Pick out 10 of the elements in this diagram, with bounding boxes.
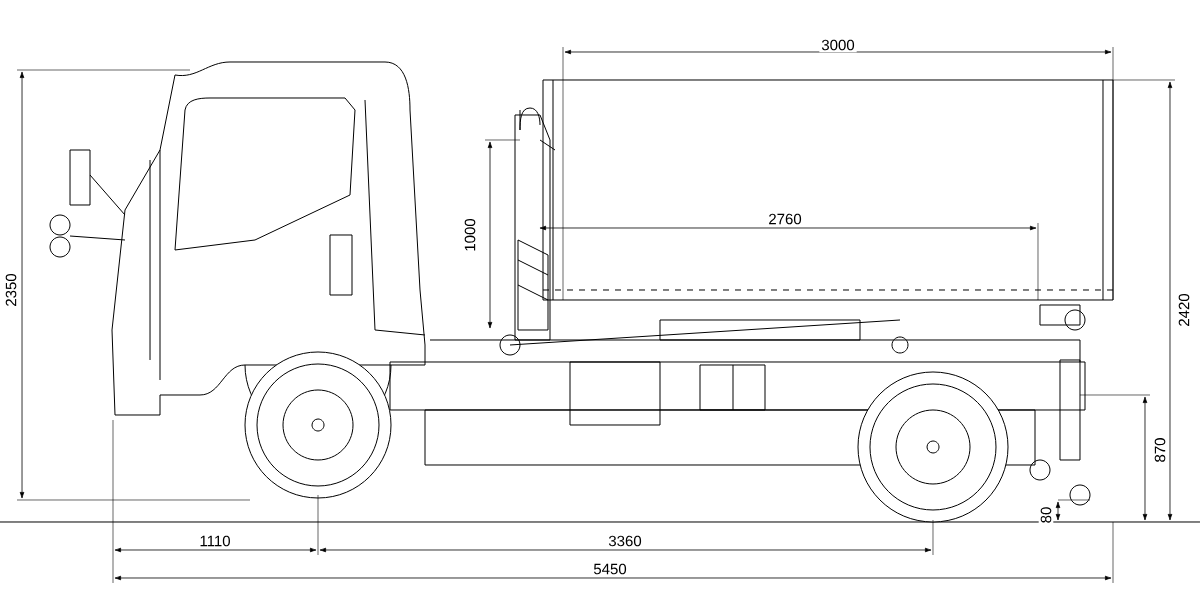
dimension-label: 2420: [1176, 291, 1192, 329]
dimension-label: 1110: [197, 533, 233, 549]
dimension-label: 870: [1152, 435, 1168, 465]
dimension-label: 2760: [766, 211, 804, 227]
dimension-label: 80: [1038, 504, 1054, 526]
dimension-label: 3000: [819, 37, 857, 53]
dimension-label: 3360: [606, 533, 644, 549]
dimension-label: 5450: [591, 561, 629, 577]
dimension-label: 1000: [462, 216, 478, 254]
dimension-label: 2350: [3, 271, 19, 309]
